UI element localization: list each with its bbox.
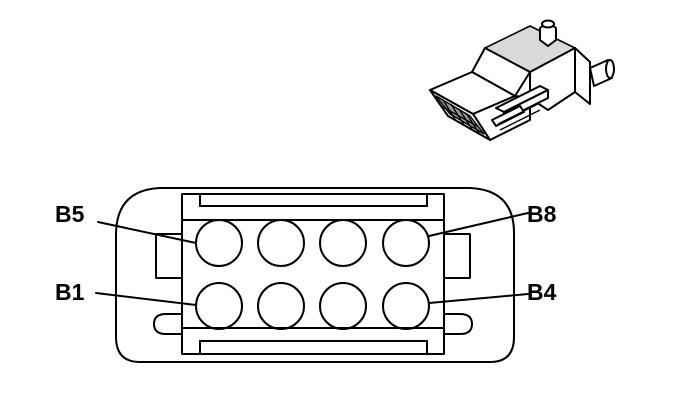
connector-3d-illustration [429, 19, 615, 141]
pin-cavity-B5 [195, 219, 243, 267]
connector-outline [115, 187, 516, 363]
left-key-slot [155, 233, 183, 279]
pin-label-B8: B8 [527, 201, 557, 227]
pin-cavity-B4 [382, 282, 430, 330]
pin-cavity-B8 [382, 219, 430, 267]
left-latch [153, 313, 183, 335]
pin-label-B1: B1 [55, 279, 85, 305]
pin-cavity-B7 [319, 219, 367, 267]
pin-cavity-B1 [195, 282, 243, 330]
pin-cavity-B6 [257, 219, 305, 267]
inner-body [181, 219, 445, 329]
leader-B8 [428, 212, 529, 237]
leader-B4 [428, 293, 529, 304]
leader-lines [95, 212, 529, 306]
leader-B5 [97, 221, 197, 244]
right-key-slot [443, 233, 471, 279]
right-latch [443, 313, 473, 335]
pin-label-B4: B4 [527, 279, 557, 305]
pin-cavity-B2 [257, 282, 305, 330]
connector-face [115, 187, 516, 363]
pin-label-B5: B5 [55, 201, 85, 227]
pin-cavity-B3 [319, 282, 367, 330]
leader-B1 [95, 292, 197, 306]
